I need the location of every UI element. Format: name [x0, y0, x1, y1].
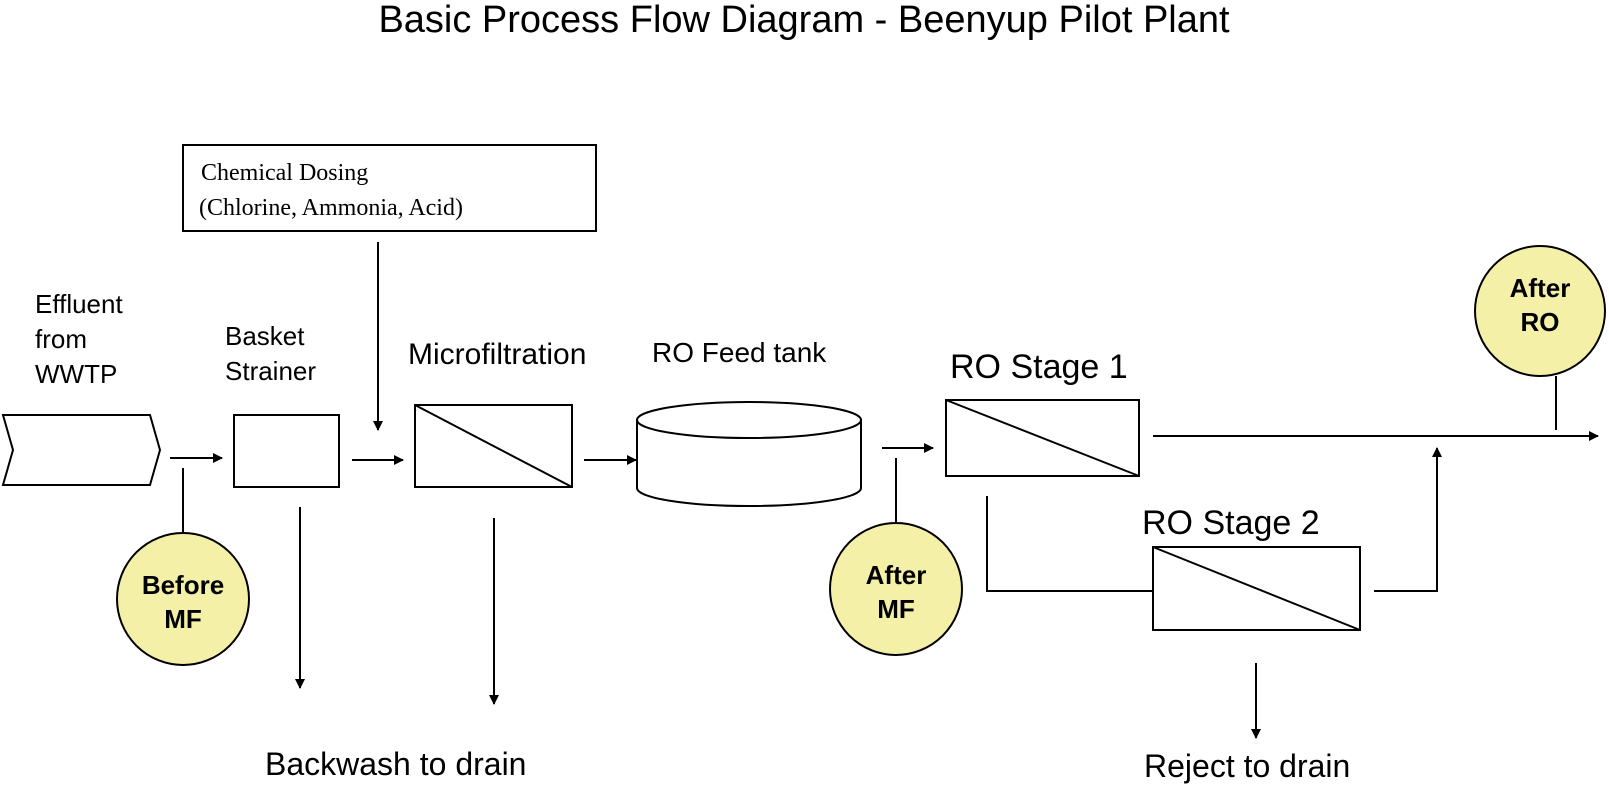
microfiltration-label: Microfiltration: [408, 338, 586, 371]
effluent-inlet-shape: [1, 414, 162, 486]
effluent-label-line3: WWTP: [35, 359, 117, 389]
after-mf-sample-point: After MF: [829, 522, 963, 656]
basket-strainer-box: [233, 414, 340, 488]
after-ro-label-line1: After: [1510, 273, 1571, 303]
ro-stage-2-label: RO Stage 2: [1142, 504, 1320, 542]
reject-to-drain-label: Reject to drain: [1144, 748, 1350, 784]
after-mf-circle: [829, 522, 963, 656]
backwash-to-drain-label: Backwash to drain: [265, 746, 526, 782]
after-mf-label-line2: MF: [877, 594, 915, 624]
chemical-dosing-chemicals: (Chlorine, Ammonia, Acid): [199, 195, 463, 221]
chemical-dosing-title: Chemical Dosing: [201, 160, 368, 186]
microfiltration-unit: [414, 404, 573, 488]
before-mf-circle: [116, 532, 250, 666]
before-mf-label-line1: Before: [142, 570, 224, 600]
ro-stage-1-label: RO Stage 1: [950, 348, 1128, 386]
ro1-reject-to-ro2-line: [986, 496, 1153, 592]
after-mf-label-line1: After: [866, 560, 927, 590]
effluent-label-line1: Effluent: [35, 289, 123, 319]
ro-feed-tank: [636, 401, 862, 507]
ro-stage-2-unit: [1152, 546, 1361, 631]
basket-strainer-label-line1: Basket: [225, 321, 305, 351]
after-ro-circle: [1474, 245, 1606, 377]
before-mf-sample-point: Before MF: [116, 532, 250, 666]
basket-strainer-label-line2: Strainer: [225, 356, 316, 386]
after-ro-sample-point: After RO: [1474, 245, 1606, 377]
ro-stage-1-unit: [945, 399, 1140, 477]
ro2-permeate-line: [1374, 447, 1442, 592]
after-ro-label-line2: RO: [1521, 307, 1560, 337]
ro-feed-tank-label: RO Feed tank: [652, 337, 827, 368]
chemical-dosing-box: Chemical Dosing (Chlorine, Ammonia, Acid…: [182, 144, 597, 232]
effluent-label-line2: from: [35, 324, 87, 354]
before-mf-label-line2: MF: [164, 604, 202, 634]
diagram-title: Basic Process Flow Diagram - Beenyup Pil…: [378, 0, 1230, 41]
